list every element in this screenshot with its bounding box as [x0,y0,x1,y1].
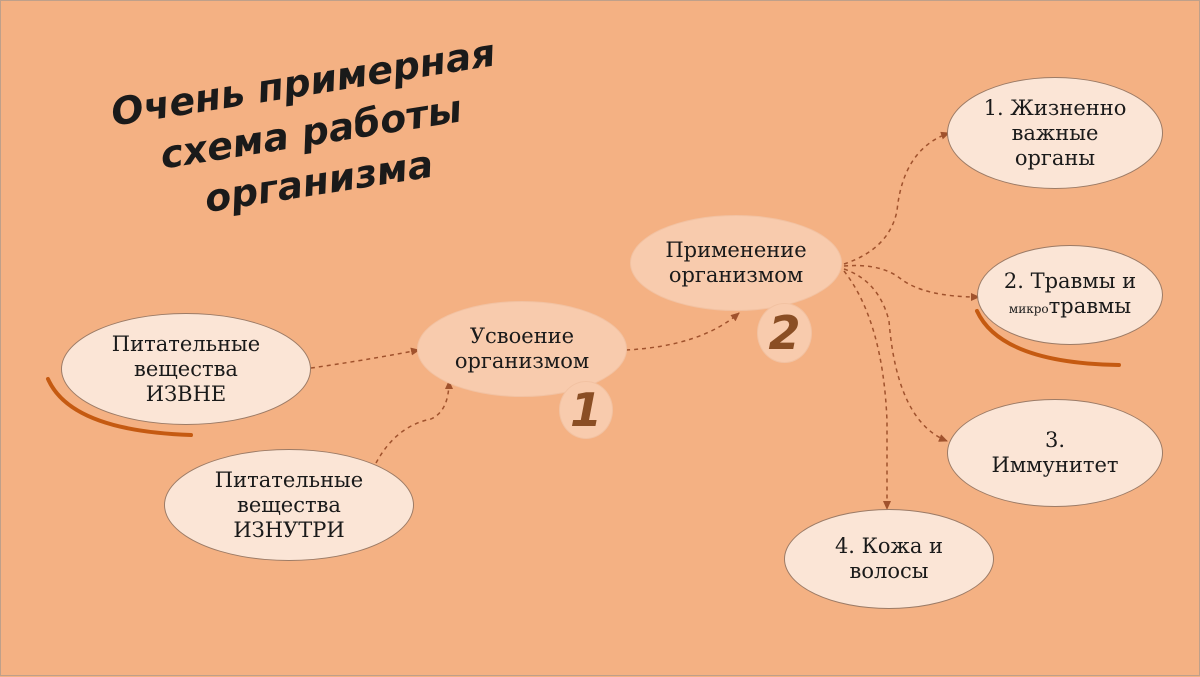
node-immunity-line-1: 3. [1044,428,1066,452]
node-nutrients-internal: Питательные вещества ИЗНУТРИ [164,449,414,561]
arrow-absorption-to-application [625,312,740,351]
node-immunity: 3. Иммунитет [947,399,1163,507]
node-injuries-suffix: травмы [1048,293,1132,318]
node-vital-line-2: важные [1011,120,1099,145]
node-vital-line-1: 1. Жизненно [983,95,1127,120]
node-external-line-3: ИЗВНЕ [145,381,227,406]
accent-stroke-injuries [975,309,1121,367]
node-vital-line-3: органы [1014,145,1096,170]
arrow-application-to-immunity [843,268,948,442]
node-nutrients-external: Питательные вещества ИЗВНЕ [61,313,311,425]
arrow-external-to-absorption [310,347,420,369]
badge-step-two: 2 [757,303,812,363]
node-skin-hair: 4. Кожа и волосы [784,509,994,609]
badge-step-one: 1 [559,381,613,439]
node-injuries-line-2: микротравмы [1004,294,1136,322]
arrow-application-to-injuries [843,264,980,301]
node-injuries-prefix: микро [1008,301,1049,316]
node-absorption-line-1: Усвоение [469,324,575,348]
node-internal-line-1: Питательные [214,467,364,492]
node-external-line-1: Питательные [111,331,261,356]
node-vital-organs: 1. Жизненно важные органы [947,77,1163,189]
accent-stroke-external [46,377,193,437]
node-skin-line-2: волосы [849,559,929,583]
arrow-internal-to-absorption [375,380,453,464]
node-application-line-1: Применение [665,238,807,262]
node-application: Применение организмом [630,215,842,311]
node-injuries-line-1: 2. Травмы и [1003,268,1137,293]
node-injuries: 2. Травмы и микротравмы [977,245,1163,345]
node-internal-line-2: вещества [237,492,341,517]
node-immunity-line-2: Иммунитет [991,453,1119,477]
node-application-line-2: организмом [668,263,804,287]
arrow-application-to-skin [843,270,891,510]
node-absorption: Усвоение организмом [417,301,627,397]
node-absorption-line-2: организмом [454,349,590,373]
node-external-line-2: вещества [134,356,238,381]
arrow-application-to-vital [843,131,950,265]
node-skin-line-1: 4. Кожа и [834,534,944,558]
node-internal-line-3: ИЗНУТРИ [233,517,345,542]
